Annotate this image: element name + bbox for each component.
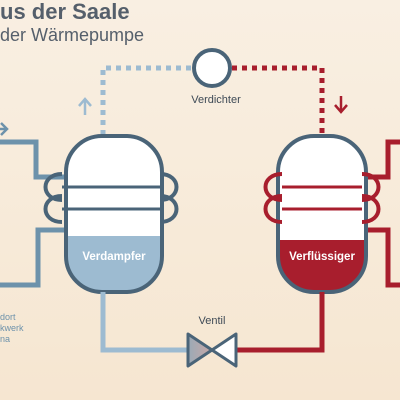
right-arrow-icon bbox=[0, 122, 9, 136]
heating-water-bottom bbox=[354, 227, 400, 288]
source-water-outlet bbox=[0, 227, 78, 288]
evaporator-coil bbox=[43, 172, 179, 224]
cold-liquid-line bbox=[100, 292, 190, 353]
hot-liquid-line bbox=[232, 292, 325, 353]
left-note-line-1: dort bbox=[0, 312, 16, 322]
cold-vapor-line bbox=[100, 65, 193, 135]
compressor-icon bbox=[192, 48, 232, 88]
up-arrow-icon bbox=[78, 97, 92, 115]
condenser-tank bbox=[263, 134, 381, 294]
down-arrow-icon bbox=[334, 96, 348, 114]
condenser-label: Verflüssiger bbox=[289, 251, 355, 263]
condenser-coil bbox=[263, 172, 381, 224]
page-subtitle: der Wärmepumpe bbox=[0, 25, 145, 45]
evaporator-tank bbox=[43, 134, 179, 294]
left-note-line-2: kwerk bbox=[0, 323, 24, 333]
valve-label: Ventil bbox=[199, 315, 226, 327]
valve-icon bbox=[186, 332, 238, 368]
evaporator-label: Verdampfer bbox=[82, 251, 146, 263]
left-note-line-3: na bbox=[0, 334, 10, 344]
hot-vapor-line bbox=[232, 65, 325, 135]
source-water-inlet bbox=[0, 139, 78, 180]
compressor-label: Verdichter bbox=[191, 94, 241, 106]
page-title: us der Saale bbox=[0, 0, 130, 24]
